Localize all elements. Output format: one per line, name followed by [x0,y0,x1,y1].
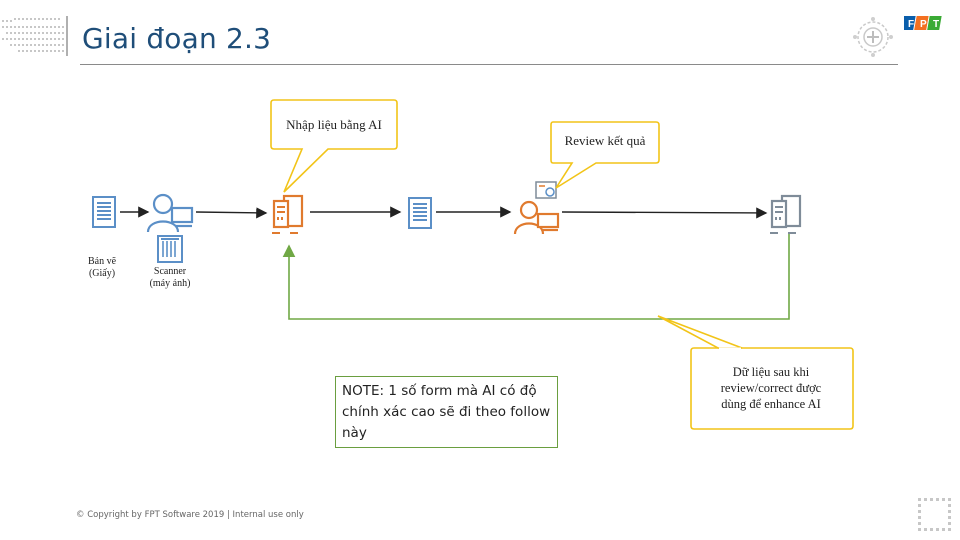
footer-copyright: © Copyright by FPT Software 2019 | Inter… [76,510,304,520]
arrow-reviewer-to-final-server [561,207,768,219]
callout-feedback-line-3: dùng để enhance AI [721,397,821,411]
svg-text:P: P [920,19,927,30]
decorative-dot-pattern [2,16,68,56]
feedback-loop-line [282,234,790,320]
scanner-icon [157,235,183,263]
scanner-label: Scanner (máy ảnh) [149,266,191,289]
callout-feedback-text: Dữ liệu sau khi review/correct được dùng… [694,364,848,412]
note-box: NOTE: 1 số form mà AI có độ chính xác ca… [335,376,558,448]
callout-ai-input-text: Nhập liệu bằng AI [286,117,382,132]
callout-feedback-line-1: Dữ liệu sau khi [732,365,810,379]
ai-server-icon [272,194,304,234]
gear-icon [853,17,893,57]
callout-ai-input [270,99,398,193]
operator-at-computer-icon [146,193,194,233]
paper-drawing-label: Bản vẽ (Giấy) [87,256,117,279]
svg-text:T: T [933,19,939,30]
callout-review-text: Review kết quả [564,133,646,148]
fpt-logo: F P T [901,14,944,32]
callout-feedback-line-2: review/correct được [720,381,822,395]
reviewer-icon [513,181,560,235]
page-title: Giai đoạn 2.3 [82,22,272,55]
arrow-scanner-to-ai-server [195,207,268,219]
output-document-icon [408,197,432,229]
document-icon [92,196,116,228]
corner-dot-decoration [918,498,951,531]
title-divider [80,64,898,65]
database-server-icon [770,194,802,234]
svg-text:F: F [908,19,914,30]
callout-feedback [657,315,854,430]
callout-review [550,121,660,189]
